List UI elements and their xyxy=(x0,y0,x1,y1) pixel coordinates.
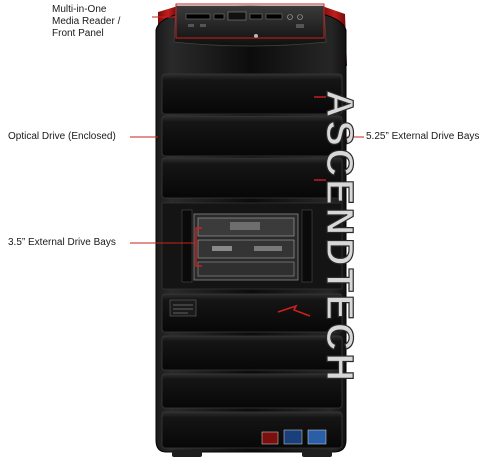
external-525-bays-label: 5.25” External Drive Bays xyxy=(366,131,480,142)
bay-35-group xyxy=(161,202,343,290)
right-foot xyxy=(302,450,332,457)
media-reader-label-line2: Media Reader / xyxy=(52,16,121,27)
callout-lines xyxy=(130,16,364,244)
media-reader-slots xyxy=(185,11,304,38)
media-reader-label: Multi-in-One Media Reader / Front Panel xyxy=(52,4,152,40)
vendor-badges xyxy=(261,429,327,445)
media-reader-label-line1: Multi-in-One xyxy=(52,4,107,15)
lower-door-panels xyxy=(161,293,343,449)
left-foot xyxy=(172,450,202,457)
optical-drive-label: Optical Drive (Enclosed) xyxy=(8,131,116,142)
external-35-bays-label: 3.5” External Drive Bays xyxy=(8,237,116,248)
media-reader-callout-box xyxy=(175,3,325,39)
media-reader-label-line3: Front Panel xyxy=(52,28,104,39)
bay-525-group xyxy=(161,73,343,199)
brand-name: ASCENDTECH xyxy=(318,90,356,384)
brand-wordmark: ASCENDTECH xyxy=(318,89,356,384)
